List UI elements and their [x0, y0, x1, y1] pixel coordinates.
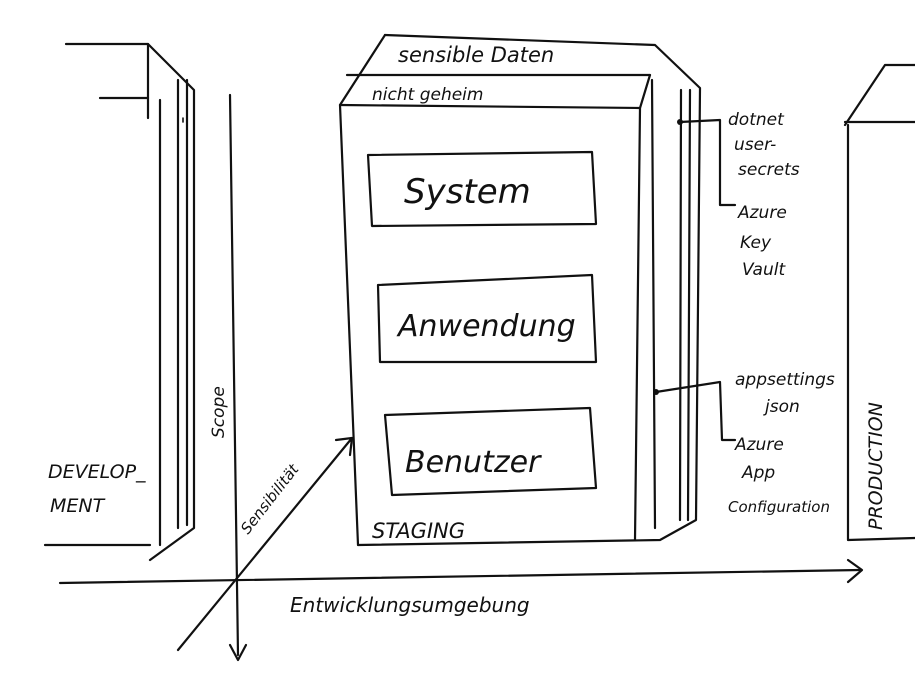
label-entwicklungsumgebung: Entwicklungsumgebung: [290, 593, 530, 617]
label-appsettings-1: appsettings: [735, 370, 835, 390]
staging-cube: [338, 33, 702, 547]
label-appsettings-2: json: [763, 397, 800, 417]
label-staging: STAGING: [372, 519, 465, 543]
label-keyvault-3: Vault: [742, 260, 786, 280]
box-system: [366, 150, 598, 228]
source-connectors: [653, 118, 737, 442]
production-block: [843, 63, 915, 542]
box-benutzer: [383, 406, 598, 497]
label-dotnet-2: user-: [734, 135, 776, 155]
label-sensible-daten: sensible Daten: [398, 43, 554, 67]
axis-sensibilitaet: [176, 436, 354, 652]
label-dotnet-3: secrets: [738, 160, 800, 180]
label-keyvault-1: Azure: [737, 203, 787, 223]
label-development-2: MENT: [50, 495, 106, 517]
label-sensibilitaet: Sensibilität: [237, 460, 303, 538]
label-benutzer: Benutzer: [405, 445, 542, 480]
label-development-1: DEVELOP_: [48, 461, 146, 483]
label-appconfig-2: App: [741, 463, 775, 483]
box-anwendung: [376, 273, 598, 364]
label-appconfig-1: Azure: [734, 435, 784, 455]
label-anwendung: Anwendung: [396, 309, 576, 344]
axis-entwicklungsumgebung: [58, 558, 864, 585]
axis-scope: [228, 93, 248, 662]
label-production: PRODUCTION: [865, 402, 887, 530]
label-nicht-geheim: nicht geheim: [372, 85, 483, 105]
label-dotnet-1: dotnet: [728, 110, 785, 130]
label-system: System: [404, 172, 531, 212]
development-block: [43, 42, 196, 562]
label-keyvault-2: Key: [740, 233, 772, 253]
label-scope: Scope: [209, 386, 229, 438]
label-appconfig-3: Configuration: [728, 498, 830, 516]
